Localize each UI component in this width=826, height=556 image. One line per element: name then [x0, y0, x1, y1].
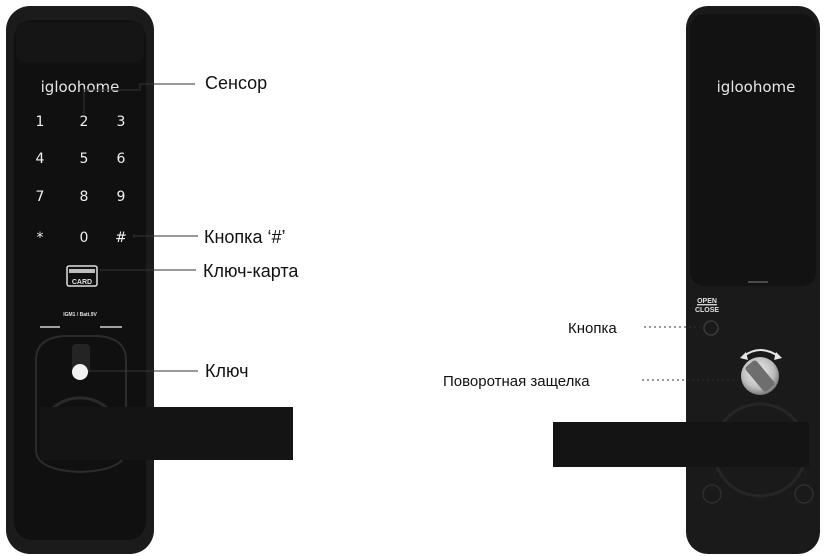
key-4[interactable]: 4 — [36, 151, 45, 167]
front-brand-logo: igloohome — [41, 78, 120, 96]
screw-right — [794, 484, 814, 504]
card-stripe — [69, 269, 95, 273]
front-handle — [40, 407, 293, 460]
keypad: 1 2 3 4 5 6 7 8 9 * 0 # — [36, 114, 127, 246]
key-1[interactable]: 1 — [36, 114, 45, 130]
label-sensor: Сенсор — [205, 73, 267, 93]
card-label: CARD — [72, 279, 92, 286]
front-lock: igloohome 1 2 3 4 5 6 7 8 9 * 0 # CARD I… — [6, 6, 154, 554]
key-6[interactable]: 6 — [117, 151, 126, 167]
key-hole[interactable] — [72, 364, 88, 380]
callout-lines — [83, 83, 738, 381]
rotate-arrow-icon — [743, 349, 779, 357]
label-key-card: Ключ-карта — [203, 261, 299, 281]
screw-left — [702, 484, 722, 504]
rotate-arrow-head-right — [774, 352, 782, 360]
card-icon — [66, 265, 98, 287]
back-lock: igloohome OPEN CLOSE — [686, 6, 820, 554]
back-lock-panel — [690, 14, 816, 286]
key-0[interactable]: 0 — [80, 230, 89, 246]
key-hash[interactable]: # — [115, 230, 127, 246]
key-3[interactable]: 3 — [117, 114, 126, 130]
sensor-leader — [83, 83, 195, 114]
key-2[interactable]: 2 — [80, 114, 89, 130]
key-7[interactable]: 7 — [36, 189, 45, 205]
open-text: OPEN — [697, 298, 717, 305]
label-hash-button: Кнопка ‘#’ — [204, 227, 285, 247]
thumb-turn-grip — [745, 360, 775, 392]
label-key: Ключ — [205, 361, 248, 381]
key-5[interactable]: 5 — [80, 151, 89, 167]
key-9[interactable]: 9 — [117, 189, 126, 205]
back-handle — [553, 422, 809, 467]
label-thumb-latch: Поворотная защелка — [443, 373, 590, 390]
key-star[interactable]: * — [37, 230, 44, 246]
open-close-button[interactable] — [703, 320, 719, 336]
model-text: IGM1 / Batt.9V — [63, 312, 97, 318]
key-8[interactable]: 8 — [80, 189, 89, 205]
card-reader: CARD — [66, 265, 98, 287]
back-brand-logo: igloohome — [717, 78, 796, 96]
close-text: CLOSE — [695, 307, 719, 314]
front-lock-top-window — [16, 22, 144, 62]
label-button: Кнопка — [568, 320, 617, 337]
rotate-arrow-head-left — [740, 352, 748, 360]
key-cover-outline — [35, 335, 127, 474]
